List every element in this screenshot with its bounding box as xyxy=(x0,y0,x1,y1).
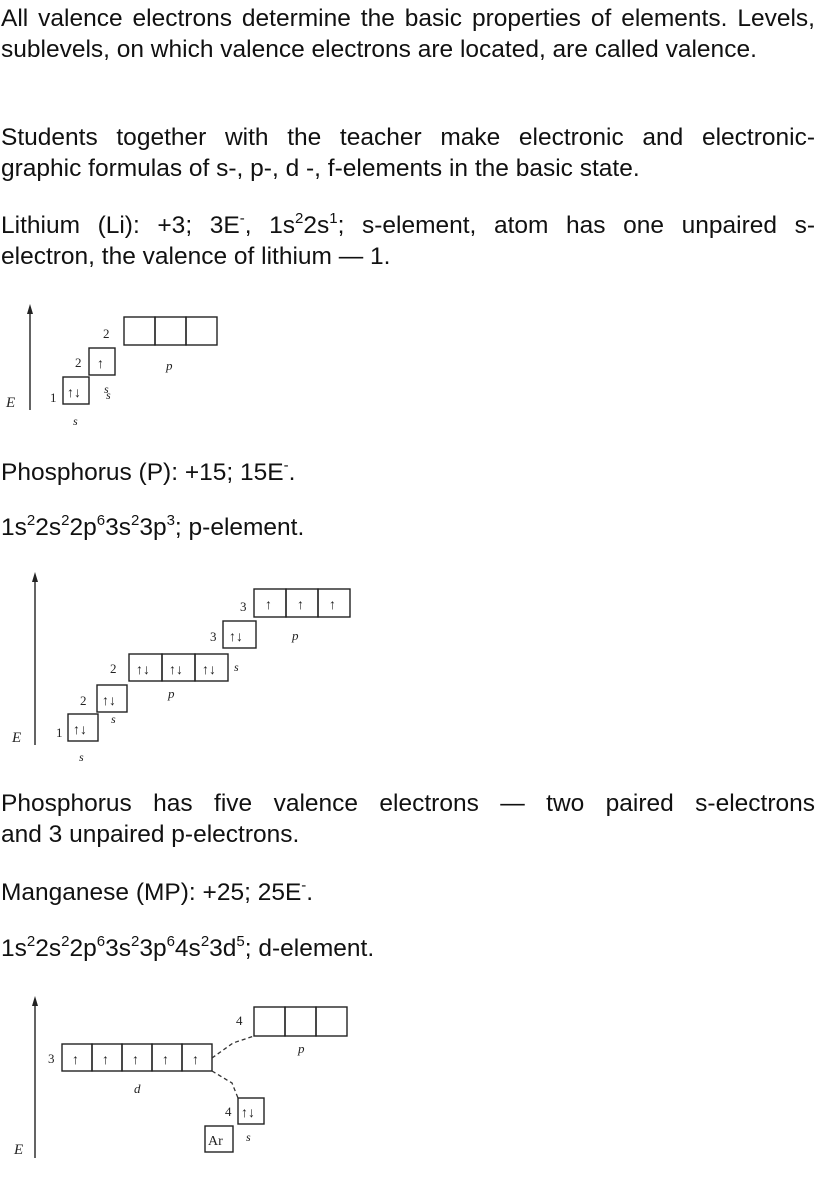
sublevel-label: s xyxy=(79,750,84,764)
phosphorus-formula: 1s22s22p63s23p3; p-element. xyxy=(1,511,305,541)
connector-3d-4s xyxy=(211,1070,239,1099)
level-number: 3 xyxy=(210,629,217,644)
paragraph-text: graphic formulas of s-, p-, d -, f-eleme… xyxy=(1,155,640,182)
paragraph-text: All valence electrons determine the basi… xyxy=(1,5,815,63)
orbital-cell-2p-3 xyxy=(185,316,218,346)
electron-single: ↑ xyxy=(132,1053,139,1068)
orbital-cell-1s xyxy=(62,376,90,405)
argon-core-label: Ar xyxy=(208,1134,223,1149)
phosphorus-summary: Phosphorus has five valence electrons — … xyxy=(1,788,815,850)
paragraph-text: Students together with the teacher make … xyxy=(1,124,815,151)
axis-arrow-icon xyxy=(32,572,38,582)
lithium-line-2: electron, the valence of lithium — 1. xyxy=(1,243,391,270)
electron-pair: ↑↓ xyxy=(67,386,81,401)
paragraph-valence-intro: All valence electrons determine the basi… xyxy=(1,3,815,65)
electron-single: ↑ xyxy=(192,1053,199,1068)
sublevel-label: p xyxy=(291,628,299,643)
sublevel-label: p xyxy=(165,358,173,373)
lithium-line-1: Lithium (Li): +3; 3E-, 1s22s1; s-element… xyxy=(1,209,815,239)
electron-single: ↑ xyxy=(97,357,104,372)
summary-line-1: Phosphorus has five valence electrons — … xyxy=(1,790,815,817)
electron-single: ↑ xyxy=(329,598,336,613)
sublevel-label: s xyxy=(104,382,109,396)
electron-single: ↑ xyxy=(102,1053,109,1068)
level-number: 2 xyxy=(103,326,110,341)
energy-axis-label: E xyxy=(13,1142,23,1158)
electron-pair: ↑↓ xyxy=(102,694,116,709)
electron-single: ↑ xyxy=(297,598,304,613)
connector-3d-4p xyxy=(211,1035,255,1059)
orbital-cell-2s xyxy=(96,684,128,713)
orbital-cell-4s xyxy=(237,1097,265,1125)
manganese-formula: 1s22s22p63s23p64s23d5; d-element. xyxy=(1,932,375,962)
electron-pair: ↑↓ xyxy=(229,630,243,645)
level-number: 1 xyxy=(50,390,57,405)
orbital-cell-3p-3 xyxy=(317,588,351,618)
sublevel-label: s xyxy=(111,712,116,726)
axis-arrow-icon xyxy=(32,996,38,1006)
level-number: 1 xyxy=(56,725,63,740)
orbital-cell-2p-3 xyxy=(194,653,229,682)
orbital-cell-4p-3 xyxy=(315,1006,348,1037)
electron-pair: ↑↓ xyxy=(241,1106,255,1121)
orbital-cell-3s xyxy=(222,620,257,649)
lithium-description: Lithium (Li): +3; 3E-, 1s22s1; s-element… xyxy=(1,210,815,272)
sublevel-label: s xyxy=(246,1130,251,1144)
electron-single: ↑ xyxy=(265,598,272,613)
level-number: 3 xyxy=(48,1051,55,1066)
electron-pair: ↑↓ xyxy=(73,723,87,738)
level-number: 2 xyxy=(110,661,117,676)
sublevel-label: s xyxy=(106,388,111,402)
sublevel-label: d xyxy=(134,1081,141,1096)
electron-single: ↑ xyxy=(72,1053,79,1068)
orbital-cell-4p-2 xyxy=(284,1006,317,1037)
paragraph-text: called valence. xyxy=(594,36,757,63)
electron-pair: ↑↓ xyxy=(202,663,216,678)
paragraph-students: Students together with the teacher make … xyxy=(1,122,815,184)
orbital-cell-2s xyxy=(88,347,116,376)
electron-pair: ↑↓ xyxy=(169,663,183,678)
sublevel-label: s xyxy=(73,414,78,428)
argon-core-box xyxy=(204,1125,234,1153)
electron-pair: ↑↓ xyxy=(136,663,150,678)
energy-axis-label: E xyxy=(5,395,15,411)
manganese-description: Manganese (MP): +25; 25E-. xyxy=(1,876,314,906)
electron-single: ↑ xyxy=(162,1053,169,1068)
sublevel-label: p xyxy=(297,1041,305,1056)
orbital-cell-1s xyxy=(67,713,99,742)
sublevel-label: p xyxy=(167,686,175,701)
level-number: 4 xyxy=(236,1013,243,1028)
level-number: 2 xyxy=(75,355,82,370)
sublevel-label: s xyxy=(234,660,239,674)
summary-line-2: and 3 unpaired p-electrons. xyxy=(1,821,300,848)
phosphorus-description: Phosphorus (P): +15; 15E-. xyxy=(1,456,296,486)
axis-arrow-icon xyxy=(27,304,33,314)
energy-axis-label: E xyxy=(11,730,21,746)
level-number: 2 xyxy=(80,693,87,708)
level-number: 4 xyxy=(225,1104,232,1119)
orbital-cell-4p-1 xyxy=(253,1006,286,1037)
level-number: 3 xyxy=(240,599,247,614)
